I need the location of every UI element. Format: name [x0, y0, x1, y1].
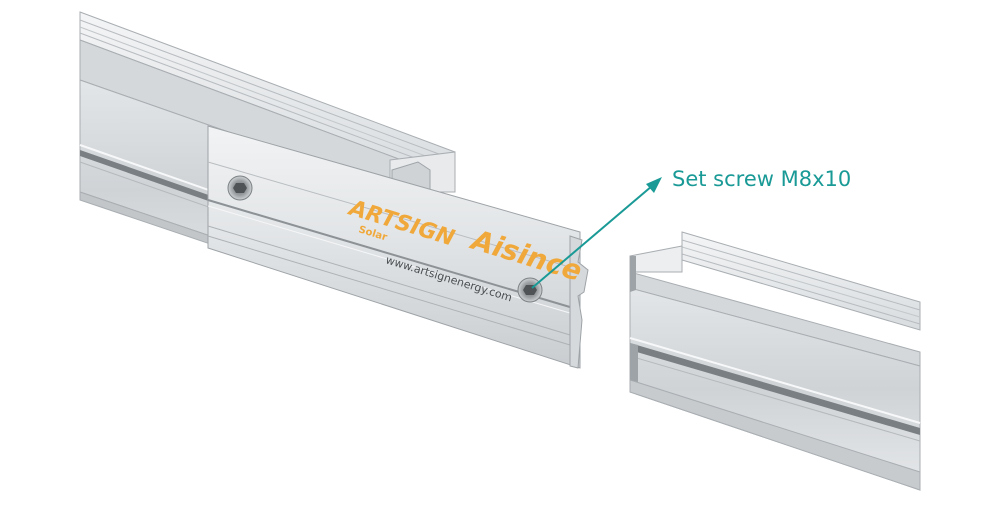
set-screw-label: Set screw M8x10 — [672, 167, 852, 191]
callout-pointer — [531, 177, 662, 289]
right-rail — [629, 231, 921, 491]
arrowhead-icon — [646, 177, 662, 193]
rail-splice: ARTSIGN Solar Aisince www.artsignenergy.… — [207, 125, 589, 369]
screw-left — [227, 175, 253, 201]
right-rail-slot — [630, 343, 920, 435]
splice-body — [207, 125, 581, 369]
